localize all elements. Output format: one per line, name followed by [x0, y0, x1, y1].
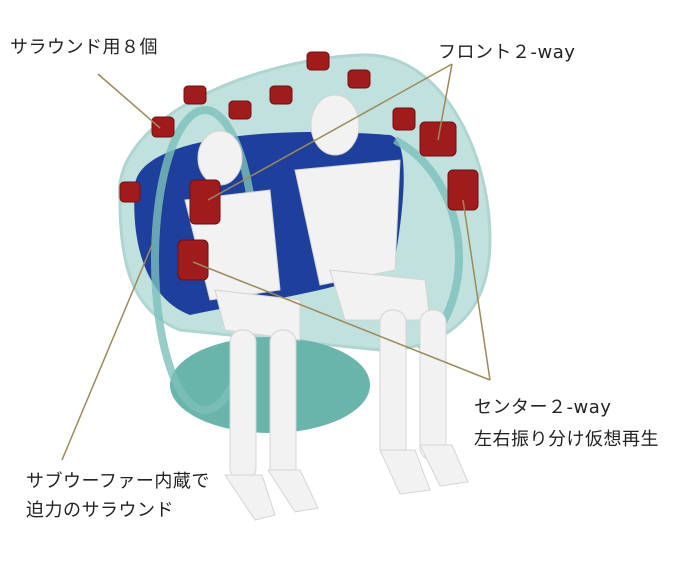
- subwoofer-label-line2: 迫力のサラウンド: [26, 500, 174, 521]
- leader-lines: [61, 63, 491, 461]
- front-label: フロント２-way: [438, 42, 576, 63]
- subwoofer-label-line1: サブウーファー内蔵で: [26, 471, 210, 492]
- figure-right: [294, 94, 469, 495]
- front-speaker: [447, 169, 479, 211]
- center-label-line1: センター２-way: [474, 397, 612, 418]
- surround-speaker: [269, 85, 293, 105]
- surround-label: サラウンド用８個: [10, 37, 158, 58]
- surround-speaker: [392, 107, 416, 131]
- center-label-line2: 左右振り分け仮想再生: [474, 429, 659, 450]
- center-speaker: [189, 179, 221, 225]
- center-speaker: [177, 239, 209, 281]
- surround-speaker: [306, 51, 330, 71]
- surround-speaker: [347, 69, 371, 89]
- surround-speaker: [228, 100, 252, 120]
- surround-speaker: [151, 116, 175, 138]
- surround-speaker: [183, 85, 207, 105]
- surround-speaker: [119, 181, 141, 203]
